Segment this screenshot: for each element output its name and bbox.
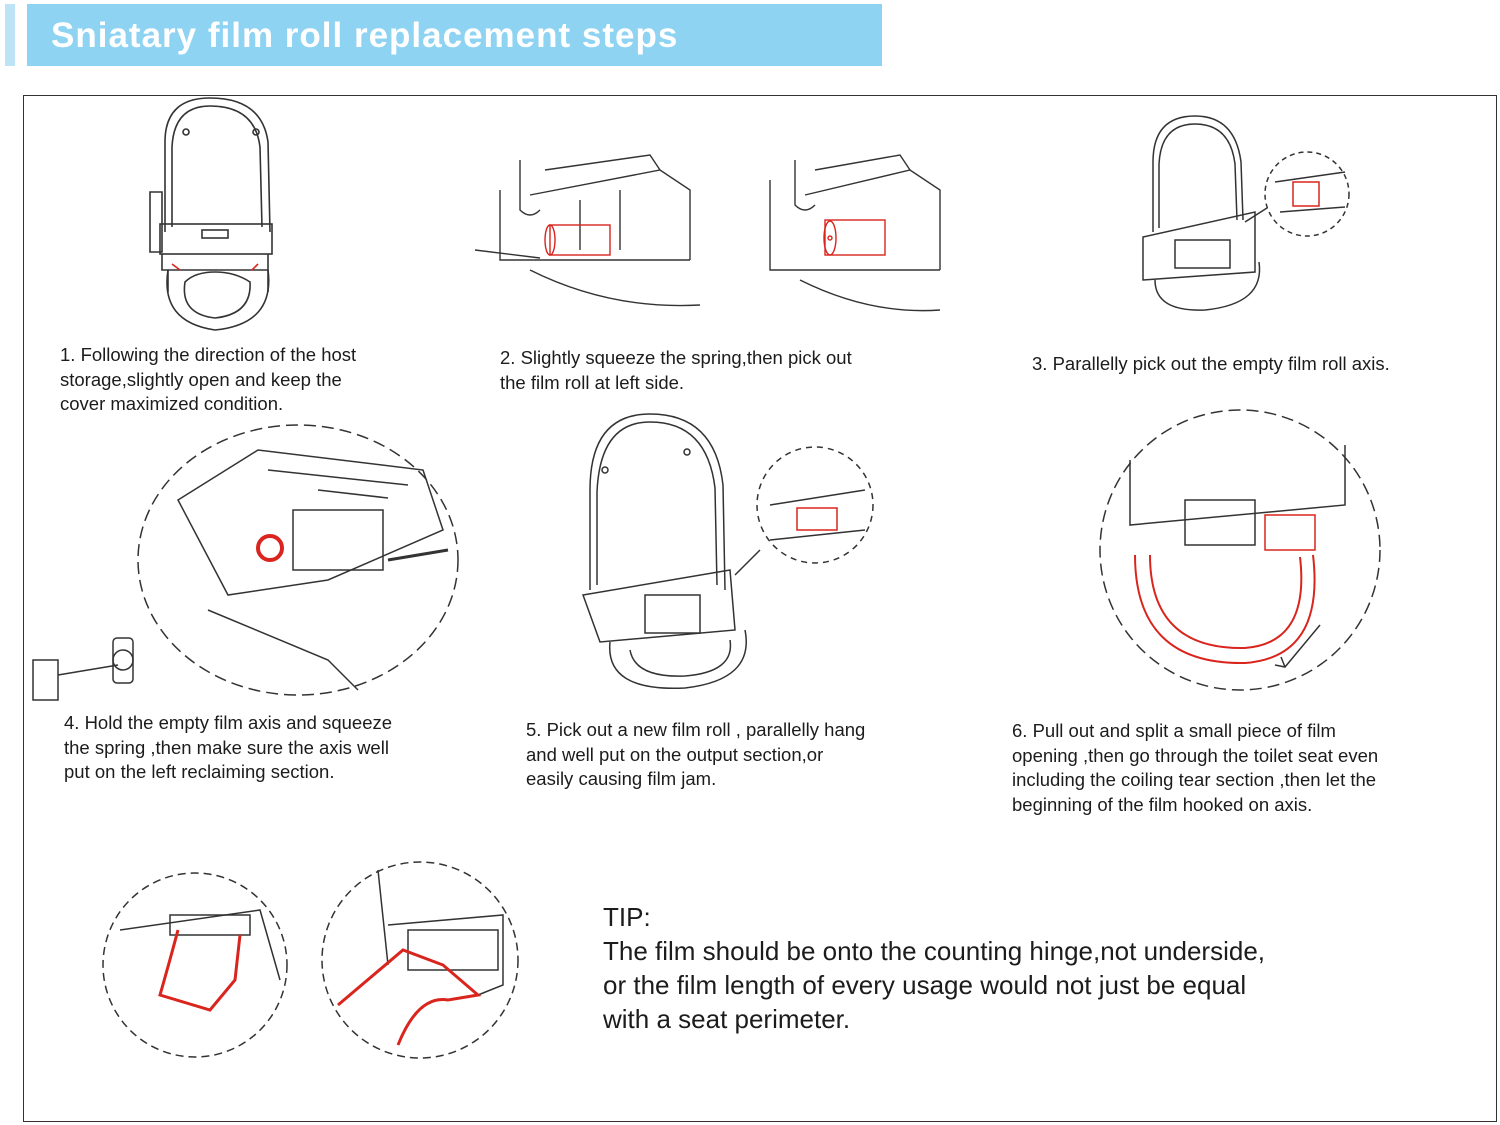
step-2-caption: 2. Slightly squeeze the spring,then pick… <box>500 346 852 395</box>
caption-line: 6. Pull out and split a small piece of f… <box>1012 720 1336 741</box>
step-1-caption: 1. Following the direction of the host s… <box>60 343 356 417</box>
caption-line: 3. Parallelly pick out the empty film ro… <box>1032 353 1390 374</box>
caption-line: the film roll at left side. <box>500 371 685 393</box>
header-banner: Sniatary film roll replacement steps <box>27 4 882 66</box>
caption-line: easily causing film jam. <box>526 768 717 789</box>
caption-line: 5. Pick out a new film roll , parallelly… <box>526 719 866 740</box>
caption-line: the spring ,then make sure the axis well <box>64 736 389 758</box>
caption-line: cover maximized condition. <box>60 393 284 414</box>
caption-line: and well put on the output section,or <box>526 743 824 765</box>
step-1-illustration <box>140 92 290 340</box>
caption-line: 2. Slightly squeeze the spring,then pick… <box>500 347 852 368</box>
step-4-caption: 4. Hold the empty film axis and squeeze … <box>64 711 392 785</box>
tip-illustration-incorrect <box>318 855 523 1065</box>
tip-text: TIP: The film should be onto the countin… <box>603 900 1265 1036</box>
step-5-illustration <box>575 410 880 695</box>
step-3-caption: 3. Parallelly pick out the empty film ro… <box>1032 352 1390 377</box>
tip-illustration-correct <box>100 860 290 1070</box>
caption-line: opening ,then go through the toilet seat… <box>1012 744 1379 766</box>
tip-line: with a seat perimeter. <box>603 1004 851 1034</box>
caption-line: put on the left reclaiming section. <box>64 761 335 782</box>
caption-line: storage,slightly open and keep the <box>60 368 342 390</box>
step-6-caption: 6. Pull out and split a small piece of f… <box>1012 719 1378 817</box>
header-accent-bar <box>5 4 15 66</box>
tip-heading: TIP: <box>603 902 651 932</box>
page-title: Sniatary film roll replacement steps <box>51 16 679 55</box>
tip-line: The film should be onto the counting hin… <box>603 936 1266 966</box>
step-3-illustration <box>1135 112 1365 317</box>
step-6-illustration <box>1095 405 1385 700</box>
step-2-illustration <box>470 150 950 320</box>
caption-line: 4. Hold the empty film axis and squeeze <box>64 712 393 733</box>
instructions-frame <box>23 95 1497 1122</box>
caption-line: including the coiling tear section ,then… <box>1012 769 1377 790</box>
caption-line: 1. Following the direction of the host <box>60 344 357 365</box>
step-4-illustration <box>28 410 460 710</box>
tip-line: or the film length of every usage would … <box>603 970 1247 1000</box>
caption-line: beginning of the film hooked on axis. <box>1012 793 1313 815</box>
step-5-caption: 5. Pick out a new film roll , parallelly… <box>526 718 865 792</box>
